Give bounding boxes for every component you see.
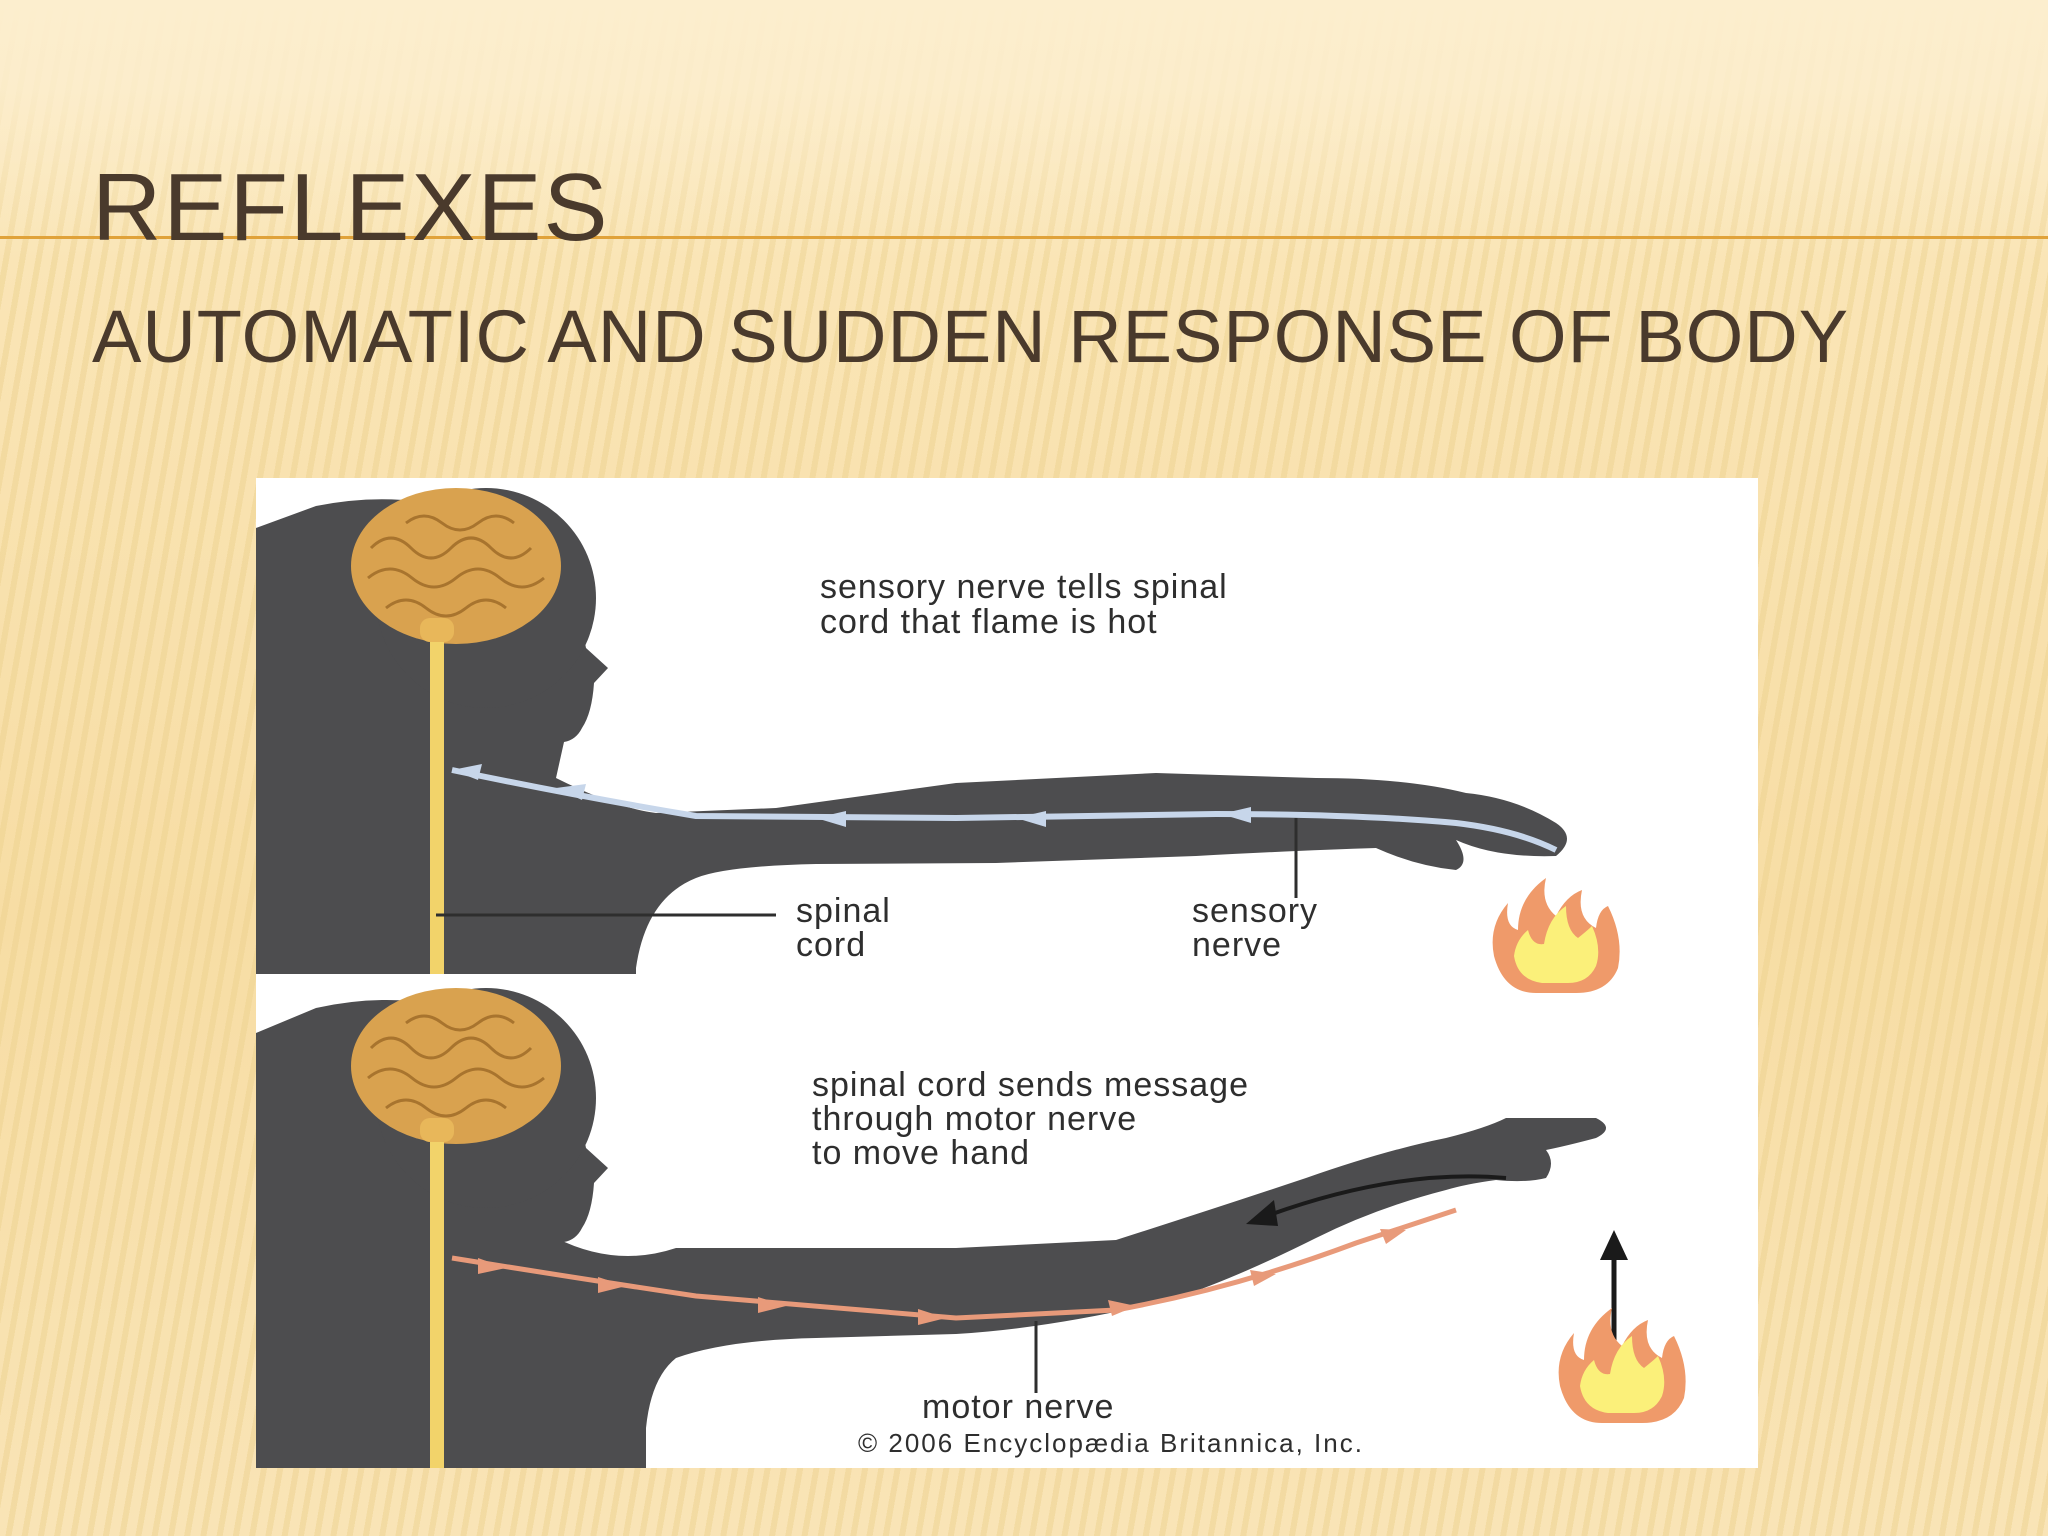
bottom-brain-folds [367, 1014, 545, 1118]
bottom-body-silhouette [256, 1000, 1606, 1468]
title-rule [0, 236, 2048, 239]
spinal-cord-label-line-1: spinal [796, 892, 891, 930]
motor-nerve-label: motor nerve [922, 1388, 1115, 1426]
bottom-caption-line-1: spinal cord sends message [812, 1066, 1250, 1104]
bottom-spinal-cord [430, 1128, 444, 1468]
reflex-diagram-art [256, 488, 1686, 1468]
bottom-brain [351, 988, 561, 1144]
slide-title: REFLEXES [92, 154, 610, 261]
top-brain [351, 488, 561, 644]
hand-movement-arrowhead [1246, 1200, 1278, 1226]
top-brain-folds [367, 514, 545, 618]
sensory-nerve-arrows [452, 764, 1251, 827]
bottom-flame-core [1580, 1336, 1665, 1413]
bottom-caption-line-3: to move hand [812, 1134, 1031, 1172]
top-brainstem [420, 618, 454, 642]
motor-nerve-arrows [478, 1229, 1406, 1325]
top-spinal-cord [430, 628, 444, 974]
top-body-silhouette [256, 499, 1567, 974]
sensory-nerve-label-line-1: sensory [1192, 892, 1319, 930]
hand-movement-arrow [1260, 1174, 1507, 1220]
flame-up-arrowhead [1600, 1230, 1628, 1260]
reflex-diagram: sensory nerve tells spinal cord that fla… [256, 478, 1758, 1468]
bottom-brainstem [420, 1118, 454, 1142]
bottom-caption-line-2: through motor nerve [812, 1100, 1138, 1138]
top-caption-line-1: sensory nerve tells spinal [820, 568, 1228, 606]
slide-subtitle: AUTOMATIC AND SUDDEN RESPONSE OF BODY [92, 295, 1850, 378]
bottom-panel [256, 988, 1686, 1468]
copyright-credit: © 2006 Encyclopædia Britannica, Inc. [858, 1428, 1364, 1458]
top-caption-line-2: cord that flame is hot [820, 603, 1158, 641]
top-flame-core [1514, 906, 1599, 983]
top-panel [256, 488, 1620, 993]
sensory-nerve-label-line-2: nerve [1192, 926, 1283, 964]
spinal-cord-label-line-2: cord [796, 926, 867, 964]
